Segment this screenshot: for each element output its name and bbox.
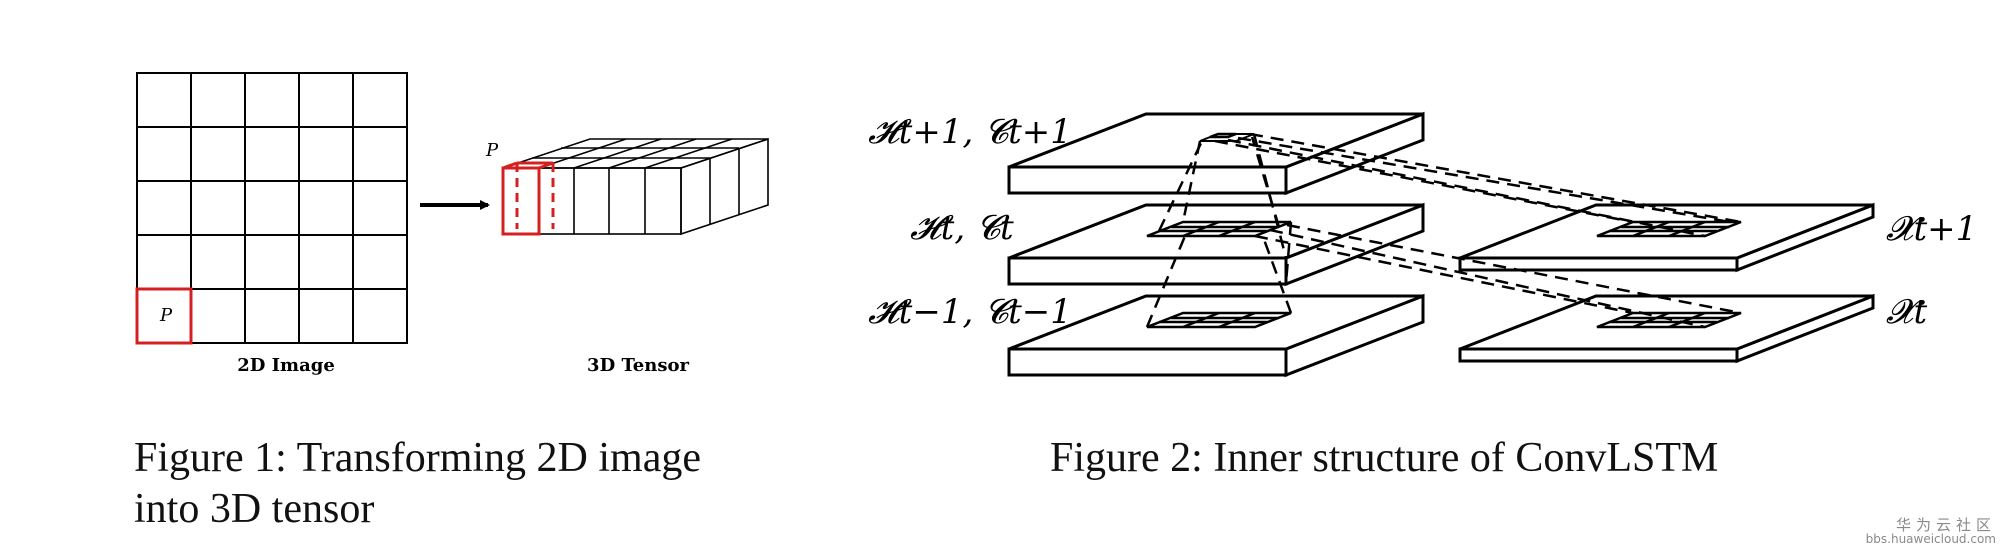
watermark-url: bbs.huaweicloud.com [1865, 532, 1996, 546]
figure2-caption: Figure 2: Inner structure of ConvLSTM [1050, 435, 1719, 481]
figure2-label-x-next: 𝓧t+1 [1886, 209, 1977, 249]
figure1-caption-line1: Figure 1: Transforming 2D image [134, 435, 701, 481]
figure1-tensor-label-p: P [485, 140, 499, 161]
figure1-grid-highlight-cell [135, 287, 193, 345]
figure2-slab-h-now [1007, 202, 1425, 287]
watermark: 华为云社区 bbs.huaweicloud.com [1865, 516, 1996, 547]
figure1-3d-label: 3D Tensor [587, 355, 689, 376]
figure2-patch-x-next [1596, 220, 1742, 238]
watermark-brand: 华为云社区 [1895, 516, 1996, 534]
figure1-2d-label: 2D Image [237, 355, 335, 376]
figure2-dashed-connections [1145, 132, 1742, 329]
figure2-label-h-next: 𝓗t+1, 𝓒t+1 [868, 112, 1072, 152]
figure2-label-h-now: 𝓗t, 𝓒t [910, 208, 1014, 248]
figure1-2d-image-grid [136, 72, 408, 344]
figure1-grid-label-p: P [159, 305, 173, 326]
figure2-label-h-prev: 𝓗t−1, 𝓒t−1 [868, 292, 1072, 332]
figure2-slab-x-now [1458, 293, 1875, 364]
figure2-slab-x-next [1458, 202, 1875, 273]
figure1-caption-line2: into 3D tensor [134, 486, 375, 532]
figure1-3d-tensor [502, 137, 769, 236]
figure2-label-x-now: 𝓧t [1886, 292, 1927, 332]
figure1-tensor-highlight-column [501, 161, 555, 236]
